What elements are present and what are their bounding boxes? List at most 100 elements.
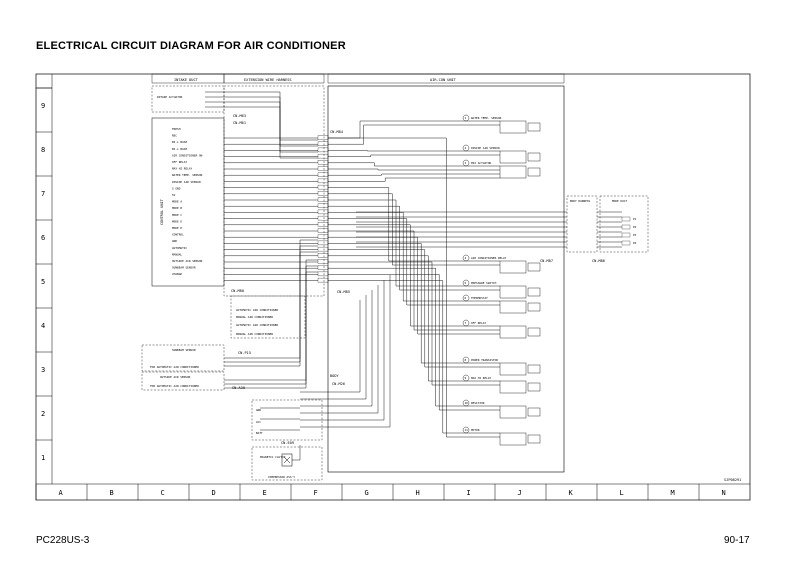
component-label: INSIDE AIR SENSOR [471,146,500,150]
component-label: THERMOSTAT [471,296,488,300]
component-connector [499,405,527,419]
row-label: 5 [41,278,45,286]
connector-pin [317,135,329,140]
component-number: 1 [465,116,467,120]
connector-pin [317,191,329,196]
control-unit-pin-label: MANUAL [172,252,182,256]
row-label: 2 [41,410,45,418]
connector-pin [317,147,329,153]
connector-pin [317,215,329,221]
auto-ac-label-1: FOR AUTOMATIC AIR CONDITIONER [150,365,199,369]
intake-duct-label: INTAKE DUCT [174,78,199,82]
cn-m26-label: CN-M26 [332,382,345,386]
component-body [527,382,541,392]
connector-pin [317,277,329,283]
auto-ac-bracket2-label: AUTOMATIC AIR CONDITIONER [236,323,278,327]
control-unit-pin-label: 5 GND [172,186,181,190]
mode-duct-label: MODE DUCT [612,199,627,203]
control-unit-pin-label: SUNBEAM SENSOR [172,266,196,270]
wire [328,243,500,364]
col-label: B [110,489,114,497]
connector-pin [317,209,329,215]
cn-m84-label: CN-M84 [330,130,343,134]
air-con-unit-header [327,73,565,84]
component-number: 11 [465,428,469,432]
control-unit-pin-label: OFF RELAY [172,160,187,164]
cn-m80-label: CN-M80 [231,289,244,293]
col-label: K [569,489,574,497]
control-unit-pin-label: AUTOMATIC [172,246,187,250]
body-harness-label: BODY HARNESS [570,199,591,203]
col-label: I [467,489,471,497]
component-body [527,152,541,162]
component-label: MOTOR [471,428,480,432]
control-unit-pin-label: MAX HI RELAY [172,167,193,171]
component-body [527,434,541,444]
footer-model: PC228US-3 [36,535,90,546]
wire [328,274,500,411]
wire [328,137,500,438]
component-body [527,262,541,272]
wire [328,280,500,434]
wire [300,290,373,407]
component-number: 3 [465,161,467,165]
control-unit-pin-label: OUTSIDE AIR SENSOR [172,259,203,263]
control-unit-pin-label: INSIDE AIR SENSOR [172,180,201,184]
control-unit-pin-label: BI-L BASE [172,147,187,151]
connector-pin [317,197,329,202]
row-label: 4 [41,322,45,330]
component-connector [499,260,527,274]
component-body [527,327,541,337]
connector-pin [317,172,329,177]
col-label: N [722,489,726,497]
auto-manual-bracket [230,295,306,339]
component-number: 6 [465,296,467,300]
component-body [527,122,541,132]
wire [328,124,500,145]
component-label: AIR CONDITIONER RELAY [471,256,507,260]
wire [328,187,500,262]
control-unit-pin-label: BI-L BASE [172,140,187,144]
component-connector [499,325,527,339]
col-label: G [365,489,369,497]
mode-duct-pin-label: P2 [633,225,637,229]
footer-page: 90-17 [724,535,750,546]
wire [328,168,500,171]
auto-ac-label-2: FOR AUTOMATIC AIR CONDITIONER [150,384,199,388]
component-connector [499,150,527,164]
mode-duct-pin-label: P3 [633,233,637,237]
control-unit-pin-label: MODE E [172,226,182,230]
mode-duct-pin [621,240,631,246]
col-label: E [263,489,267,497]
body-side-block [251,399,323,441]
cn-m63-label: CN-M63 [233,114,246,118]
control-unit-pin-label: AIR CONDITIONER ON [172,153,203,157]
component-number: 7 [465,321,467,325]
control-unit-pin-label: MODE D [172,219,182,223]
component-number: 4 [465,256,467,260]
wire [224,251,318,367]
row-label: 9 [41,102,45,110]
control-unit-pin-label: CONTROL [172,233,184,237]
gnd-label: GND [256,408,261,412]
wire [328,154,500,157]
col-label: D [212,489,216,497]
wire [205,106,318,159]
connector-pin [317,246,329,252]
wire [328,224,500,327]
wire [224,239,318,359]
row-label: 1 [41,454,45,462]
row-label: 8 [41,146,45,154]
wire [224,271,318,389]
component-label: PRESSURE SWITCH [471,281,497,285]
cn-m86-label: CN-M86 [592,259,605,263]
connector-pin [317,166,329,171]
control-unit-pin-label: WATER TEMP. SENSOR [172,173,203,177]
cn-m61-label: CN-M61 [233,121,246,125]
compressor-block [251,446,323,481]
connector-pin [317,178,329,184]
wire [328,267,500,407]
